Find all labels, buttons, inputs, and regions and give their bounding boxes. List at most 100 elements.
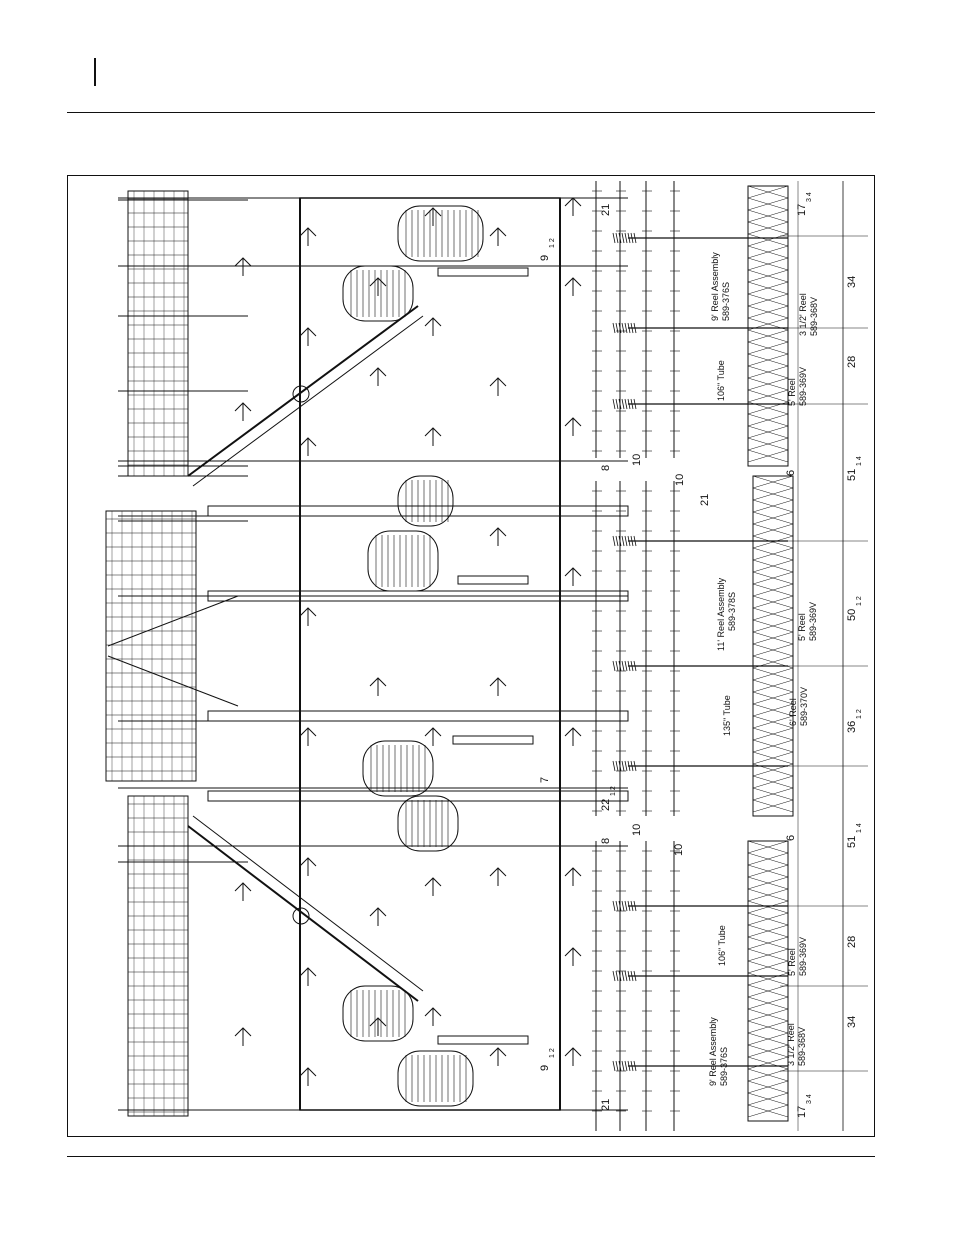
sweep-shank	[564, 1047, 582, 1066]
pivot-joint	[292, 907, 310, 925]
spring-coil	[624, 535, 628, 547]
reel-bar	[747, 852, 789, 866]
spring-coil	[618, 232, 622, 244]
reel-bar	[747, 912, 789, 926]
hinge-beam	[207, 710, 629, 722]
implement-top-view-drawing: 106" Tube 9' Reel Assembly 589-376S 3 1/…	[105, 181, 868, 1131]
label-reel-5-top-pn: 589-369V	[798, 367, 808, 406]
reel-bar	[752, 775, 794, 789]
spring-coil	[618, 760, 622, 772]
center-brace	[107, 595, 239, 647]
rolling-reel	[747, 840, 789, 1122]
sweep-shank	[369, 367, 387, 386]
reel-bar	[752, 631, 794, 645]
spring-coil	[618, 1060, 622, 1072]
dim-10-bot-a: 10	[631, 824, 643, 836]
reel-bar	[747, 269, 789, 283]
hydraulic-cylinder	[457, 575, 529, 585]
dim-21-mid: 21	[699, 494, 711, 506]
cdim-17-top: 17	[796, 204, 808, 216]
front-gang-frame	[127, 795, 189, 1117]
spring-coil	[621, 970, 625, 982]
spring-coil	[615, 535, 619, 547]
sweep-shank	[424, 427, 442, 446]
spring-coil	[612, 760, 616, 772]
cdim-51-top: 51	[846, 469, 858, 481]
dim-21-bot: 21	[600, 1099, 612, 1111]
spring-coil	[618, 900, 622, 912]
spring-coil	[612, 398, 616, 410]
sweep-shank	[299, 857, 317, 876]
spring-coil	[612, 900, 616, 912]
gauge-wheel-tire	[397, 1050, 474, 1107]
reel-bar	[747, 437, 789, 451]
sweep-shank	[234, 882, 252, 901]
spring-coil	[621, 660, 625, 672]
spring-coil	[615, 660, 619, 672]
reel-bar	[752, 799, 794, 813]
front-gang-frame	[127, 190, 189, 477]
sweep-shank	[564, 197, 582, 216]
reel-bar	[747, 1092, 789, 1106]
reel-bar	[752, 499, 794, 513]
label-tube-top: 106" Tube	[716, 360, 726, 401]
label-reel-35-top-pn: 589-368V	[809, 297, 819, 336]
label-reel-5-bot: 5' Reel	[787, 948, 797, 976]
sweep-shank	[489, 677, 507, 696]
reel-bar	[752, 703, 794, 717]
sweep-shank	[489, 527, 507, 546]
spring-coil	[621, 760, 625, 772]
reel-bar	[747, 1020, 789, 1034]
label-reel-6-mid-pn: 589-370V	[799, 687, 809, 726]
spring-coil	[621, 535, 625, 547]
reel-bar	[752, 583, 794, 597]
reel-bar	[747, 377, 789, 391]
spring-coil	[618, 970, 622, 982]
dim-9-bot: 9	[539, 1065, 551, 1071]
center-brace	[107, 655, 239, 707]
reel-bar	[747, 209, 789, 223]
diagonal-brace	[187, 825, 419, 1002]
reel-bar	[747, 1008, 789, 1022]
sweep-shank	[489, 377, 507, 396]
sweep-shank	[424, 877, 442, 896]
reel-bar	[747, 936, 789, 950]
sweep-shank	[299, 727, 317, 746]
label-reel-5-mid: 5' Reel	[797, 613, 807, 641]
reel-bar	[752, 607, 794, 621]
reel-bar	[752, 691, 794, 705]
reel-bar	[752, 571, 794, 585]
cdim-34-bot: 34	[846, 1016, 858, 1028]
dim-10-top-a: 10	[631, 454, 643, 466]
cdim-51-bot: 51	[846, 836, 858, 848]
reel-bar	[752, 727, 794, 741]
spring-coil	[624, 1060, 628, 1072]
sweep-shank	[234, 257, 252, 276]
dim-7: 7	[539, 777, 551, 783]
spring-coil	[624, 398, 628, 410]
spring-coil	[618, 660, 622, 672]
dim-9-top: 9	[539, 255, 551, 261]
dim-9-bot-frac: 1 2	[549, 1048, 556, 1058]
spring-coil	[624, 322, 628, 334]
label-reel-assembly-top: 9' Reel Assembly	[710, 252, 720, 321]
spring-coil	[615, 970, 619, 982]
reel-bar	[752, 619, 794, 633]
reel-bar	[747, 1080, 789, 1094]
front-gang-frame	[105, 510, 197, 782]
label-reel-assembly-top-pn: 589-376S	[721, 282, 731, 321]
label-reel-5-mid-pn: 589-369V	[808, 602, 818, 641]
spring-coil	[624, 660, 628, 672]
sweep-shank	[424, 317, 442, 336]
diagonal-brace	[192, 815, 424, 992]
sweep-shank	[369, 907, 387, 926]
reel-bar	[747, 1032, 789, 1046]
footer-rule	[67, 1156, 875, 1157]
dim-21-top: 21	[600, 204, 612, 216]
spring-coil	[621, 398, 625, 410]
sweep-shank	[424, 727, 442, 746]
gauge-wheel-tire	[397, 205, 484, 262]
reel-bar	[747, 960, 789, 974]
reel-bar	[752, 511, 794, 525]
reel-bar	[752, 547, 794, 561]
